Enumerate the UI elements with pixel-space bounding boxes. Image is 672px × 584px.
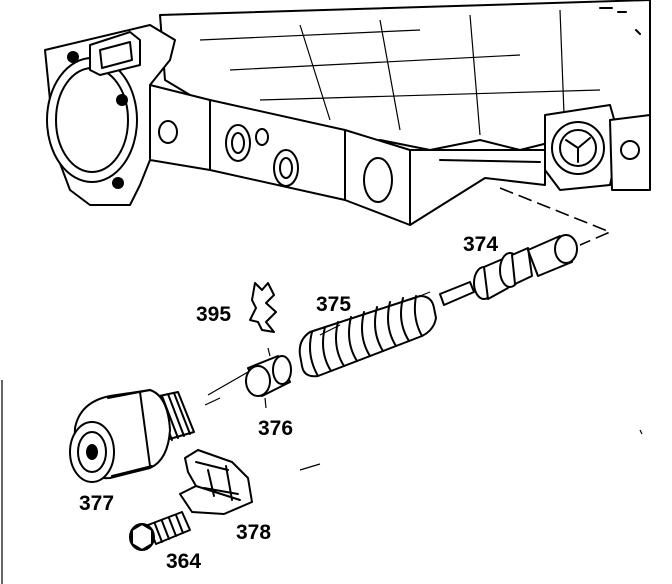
valve-body xyxy=(44,0,651,226)
label-374: 374 xyxy=(463,233,498,256)
label-378: 378 xyxy=(236,521,271,544)
label-395: 395 xyxy=(196,303,231,326)
solenoid-377 xyxy=(69,389,195,483)
label-377: 377 xyxy=(79,492,114,515)
plug-376 xyxy=(245,347,292,409)
label-375: 375 xyxy=(316,293,351,316)
bolt-364 xyxy=(129,511,191,551)
spring-375 xyxy=(298,295,437,378)
assembly-line xyxy=(499,187,613,246)
label-364: 364 xyxy=(166,550,201,573)
bracket-378 xyxy=(179,449,253,515)
label-376: 376 xyxy=(258,417,293,440)
valve-374 xyxy=(439,234,578,306)
clip-395 xyxy=(249,282,277,333)
